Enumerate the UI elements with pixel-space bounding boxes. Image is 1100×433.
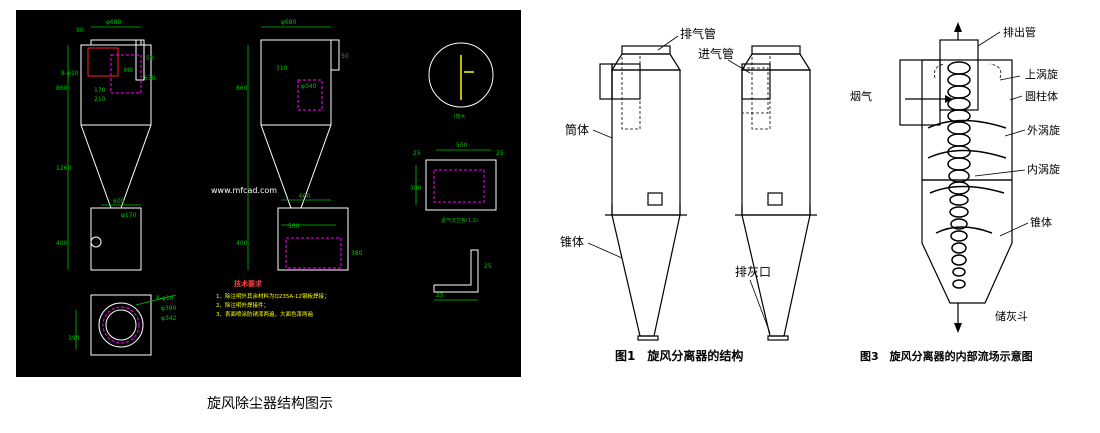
dim-25-a: 25 — [413, 150, 421, 157]
fig1-body-label: 筒体 — [565, 122, 589, 137]
dim-340: φ340 — [301, 83, 317, 90]
cad-note-2: 2、除注明外焊接件； — [216, 301, 269, 309]
dim-630: 630 — [144, 75, 156, 82]
cad-notes-title: 技术要求 — [234, 279, 263, 288]
dim-342: φ342 — [161, 315, 177, 322]
dim-500-right: 500 — [288, 223, 300, 230]
dim-1260: 1260 — [56, 165, 71, 172]
dim-25-d: 25 — [484, 263, 492, 270]
fig3-upper-label: 上涡旋 — [1025, 67, 1058, 81]
fig3-title: 图3 旋风分离器的内部流场示意图 — [860, 349, 1033, 363]
cad-note-3: 3、表面喷涂防锈漆两遍，大面色漆两遍 — [216, 310, 314, 318]
dim-860-right: 860 — [236, 85, 248, 92]
cad-caption: 旋风除尘器结构图示 — [207, 396, 333, 412]
dim-400-right: 400 — [236, 240, 248, 247]
dim-bolts-left: 8-φ10 — [61, 70, 79, 77]
fig3-outer-label: 外涡旋 — [1027, 123, 1060, 137]
dim-390-phi: φ390 — [161, 305, 177, 312]
dim-390: 390 — [68, 335, 80, 342]
dim-m8: M8 — [124, 67, 133, 74]
dim-380: 380 — [351, 250, 363, 257]
dim-860-left: 860 — [56, 85, 68, 92]
fig3-outlet-label: 排出管 — [1003, 25, 1036, 39]
cyclone-figures: 排气管 进气管 筒体 锥体 排灰口 排出管 上涡旋 烟气 圆柱体 外涡旋 内涡旋… — [560, 18, 1090, 378]
cad-detail-label: I放大 — [454, 113, 465, 120]
dim-90: 90 — [76, 27, 84, 34]
fig3-smoke-label: 烟气 — [850, 89, 872, 103]
cad-note-1: 1、除注明外其余材料为Q235A-12钢板焊接； — [216, 292, 329, 300]
fig3-hopper-label: 储灰斗 — [995, 309, 1028, 323]
dim-50-left: 50 — [146, 55, 154, 62]
dim-600-left: 600 — [113, 198, 125, 205]
dim-600-right: 600 — [299, 193, 311, 200]
dim-25-c: 25 — [436, 292, 444, 299]
cad-drawing: φ680 φ680 90 50 50 860 860 1260 400 400 … — [16, 10, 521, 377]
fig1-cone-label: 锥体 — [560, 235, 584, 249]
fig3-cylinder-label: 圆柱体 — [1025, 89, 1058, 103]
dim-300: 300 — [410, 185, 422, 192]
fig1-ash-label: 排灰口 — [735, 265, 771, 279]
fig3-cone-label: 锥体 — [1030, 215, 1052, 229]
cad-plate-label: 进气法兰板(1:2) — [441, 217, 478, 224]
dim-170: 170 — [94, 87, 106, 94]
cad-watermark: www.mfcad.com — [211, 186, 277, 195]
fig1-inlet-label: 进气管 — [698, 46, 734, 61]
cad-drawing-svg: φ680 φ680 90 50 50 860 860 1260 400 400 … — [56, 19, 504, 356]
dim-170-phi: φ170 — [121, 212, 137, 219]
fig1-title: 图1 旋风分离器的结构 — [615, 348, 743, 363]
dim-50-right: 50 — [341, 53, 349, 60]
dim-680-right: φ680 — [281, 19, 297, 26]
dim-25-b: 25 — [496, 150, 504, 157]
dim-680-left: φ680 — [106, 19, 122, 26]
fig1-exhaust-label: 排气管 — [680, 26, 716, 41]
dim-bolts: 8-φ10 — [156, 295, 174, 302]
dim-310: 310 — [276, 65, 288, 72]
dim-210: 210 — [94, 96, 106, 103]
dim-500-plate: 500 — [456, 142, 468, 149]
fig3-inner-label: 内涡旋 — [1027, 162, 1060, 176]
dim-400-left: 400 — [56, 240, 68, 247]
cyclone-figures-svg: 排气管 进气管 筒体 锥体 排灰口 排出管 上涡旋 烟气 圆柱体 外涡旋 内涡旋… — [560, 22, 1060, 363]
